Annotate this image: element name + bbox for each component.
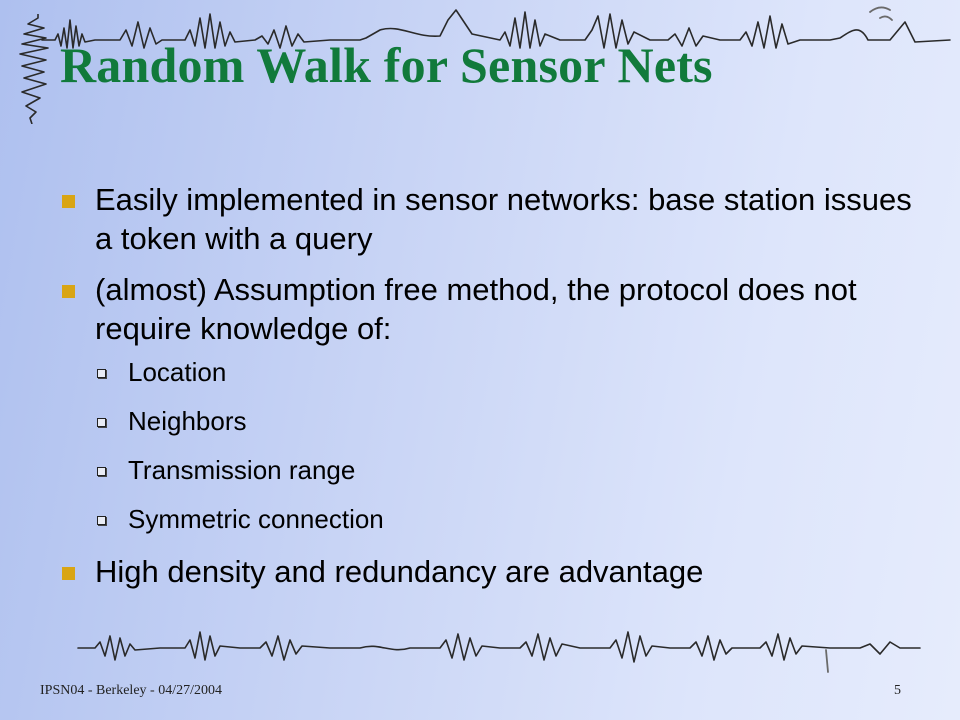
sub-bullet-item: Neighbors [95, 405, 920, 437]
sub-bullet-text: Transmission range [128, 455, 356, 485]
bullet-text: (almost) Assumption free method, the pro… [95, 272, 857, 346]
bullet-text: Easily implemented in sensor networks: b… [95, 182, 912, 256]
sub-bullet-text: Neighbors [128, 406, 247, 436]
sub-bullet-text: Location [128, 357, 227, 387]
bottom-wave-decoration [77, 631, 921, 673]
hollow-box-bullet-icon [97, 418, 106, 427]
hollow-box-bullet-icon [97, 516, 106, 525]
square-bullet-icon [62, 285, 75, 298]
sub-bullet-item: Symmetric connection [95, 503, 920, 535]
sub-bullet-item: Location [95, 356, 920, 388]
sub-bullet-text: Symmetric connection [128, 504, 384, 534]
bullet-item: Easily implemented in sensor networks: b… [60, 180, 920, 258]
sub-bullet-list: Location Neighbors Transmission range Sy… [95, 356, 920, 535]
bullet-text: High density and redundancy are advantag… [95, 554, 704, 589]
footer-text: IPSN04 - Berkeley - 04/27/2004 [40, 683, 222, 698]
top-wave-decoration [41, 6, 951, 49]
bullet-item: (almost) Assumption free method, the pro… [60, 270, 920, 535]
corner-doodle-decoration [19, 14, 49, 124]
hollow-box-bullet-icon [97, 467, 106, 476]
sub-bullet-item: Transmission range [95, 454, 920, 486]
slide-title: Random Walk for Sensor Nets [60, 37, 713, 93]
square-bullet-icon [62, 567, 75, 580]
square-bullet-icon [62, 195, 75, 208]
hollow-box-bullet-icon [97, 369, 106, 378]
bullet-list: Easily implemented in sensor networks: b… [60, 180, 920, 603]
page-number: 5 [894, 683, 901, 698]
bullet-item: High density and redundancy are advantag… [60, 552, 920, 591]
